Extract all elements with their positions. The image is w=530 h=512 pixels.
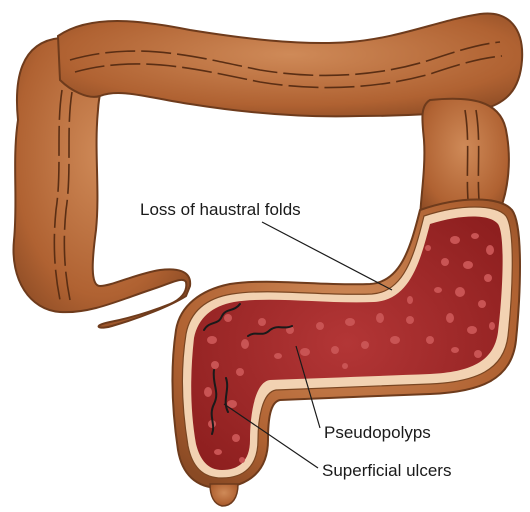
- leader-haustral: [262, 222, 392, 290]
- rectum-stub: [210, 484, 238, 506]
- label-pseudopolyps: Pseudopolyps: [324, 424, 431, 441]
- label-superficial-ulcers: Superficial ulcers: [322, 462, 451, 479]
- label-loss-of-haustral-folds: Loss of haustral folds: [140, 201, 301, 218]
